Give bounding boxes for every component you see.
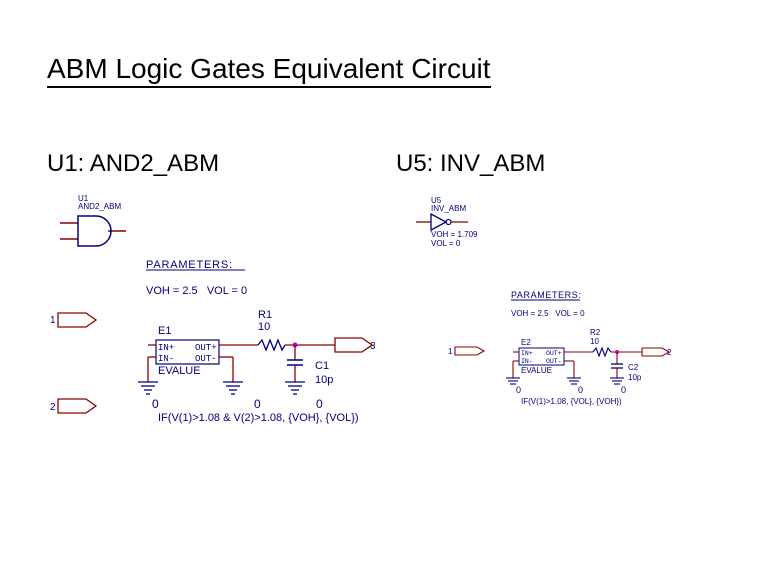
and-ground-1-label: 0 <box>152 397 159 411</box>
inv-ground-1 <box>506 377 520 385</box>
and-node-1: 1 <box>50 315 56 326</box>
e2-ref: E2 <box>521 338 531 347</box>
e2-pin-inm: IN- <box>521 358 533 365</box>
and-ground-1 <box>138 381 158 395</box>
inv-ground-1-label: 0 <box>516 385 521 395</box>
r2-symbol <box>592 346 612 358</box>
and-node-2: 2 <box>50 402 56 413</box>
inv-equivalent-circuit: PARAMETERS: VOH = 2.5 VOL = 0 1 E2 IN+ I… <box>448 290 672 406</box>
e2-pin-inp: IN+ <box>521 350 533 357</box>
inv-params: VOH = 2.5 VOL = 0 <box>511 309 585 318</box>
inv-node-1: 1 <box>448 347 453 356</box>
and-input-port-1 <box>57 312 98 328</box>
inv-node-2: 2 <box>667 348 672 357</box>
inv-gate-part: INV_ABM <box>431 204 466 213</box>
and-ground-2 <box>223 381 243 395</box>
e2-type: EVALUE <box>521 366 552 375</box>
inv-ground-2 <box>567 377 581 385</box>
and-input-port-2 <box>57 398 98 414</box>
inv-voh: VOH = 1.709 <box>431 230 478 239</box>
inv-gate-ref: U5 <box>431 196 442 205</box>
and-ground-3-label: 0 <box>316 397 323 411</box>
inv-gate-heading: U5: INV_ABM <box>396 150 546 177</box>
and-gate-ref: U1 <box>78 194 89 203</box>
e2-body <box>518 347 565 366</box>
and-gate-heading: U1: AND2_ABM <box>47 150 220 177</box>
inv-ground-2-label: 0 <box>578 385 583 395</box>
and-ground-2-label: 0 <box>254 397 261 411</box>
c1-ref: C1 <box>315 360 329 372</box>
e1-pin-inm: IN- <box>158 354 174 364</box>
e1-ref: E1 <box>158 325 171 337</box>
r1-value: 10 <box>258 321 270 333</box>
inv-gate-symbol: U5 INV_ABM VOH = 1.709 VOL = 0 <box>416 196 478 248</box>
inv-ground-3-label: 0 <box>621 385 626 395</box>
e1-pin-outp: OUT+ <box>195 343 217 353</box>
c1-value: 10p <box>315 374 333 386</box>
e1-pin-inp: IN+ <box>158 343 174 353</box>
inv-vol: VOL = 0 <box>431 239 461 248</box>
inv-expression: IF(V(1)>1.08, {VOL}, {VOH}) <box>521 397 622 406</box>
and-gate-part: AND2_ABM <box>78 202 121 211</box>
and-expression: IF(V(1)>1.08 & V(2)>1.08, {VOH}, {VOL}) <box>158 412 359 424</box>
and-node-3: 3 <box>370 341 376 352</box>
inv-output-port <box>641 347 671 357</box>
e1-body <box>155 339 220 365</box>
r2-value: 10 <box>590 337 599 346</box>
e1-pin-outm: OUT- <box>195 354 217 364</box>
and-params-header: PARAMETERS: <box>146 259 233 271</box>
c2-value: 10p <box>628 373 642 382</box>
r2-ref: R2 <box>590 328 601 337</box>
c2-ref: C2 <box>628 363 639 372</box>
e2-pin-outm: OUT- <box>546 358 562 365</box>
and-output-port <box>334 337 374 353</box>
and-gate-symbol: U1 AND2_ABM <box>60 194 126 247</box>
slide-title: ABM Logic Gates Equivalent Circuit <box>47 52 491 88</box>
and-params: VOH = 2.5 VOL = 0 <box>146 285 247 297</box>
inv-input-port <box>454 346 486 356</box>
r1-symbol <box>257 338 286 352</box>
inv-ground-3 <box>610 377 624 385</box>
e2-pin-outp: OUT+ <box>546 350 562 357</box>
inv-params-header: PARAMETERS: <box>511 290 581 300</box>
and-equivalent-circuit: PARAMETERS: VOH = 2.5 VOL = 0 1 2 E1 IN+… <box>50 259 376 424</box>
r1-ref: R1 <box>258 309 272 321</box>
e1-type: EVALUE <box>158 365 201 377</box>
and-ground-3 <box>285 381 305 395</box>
